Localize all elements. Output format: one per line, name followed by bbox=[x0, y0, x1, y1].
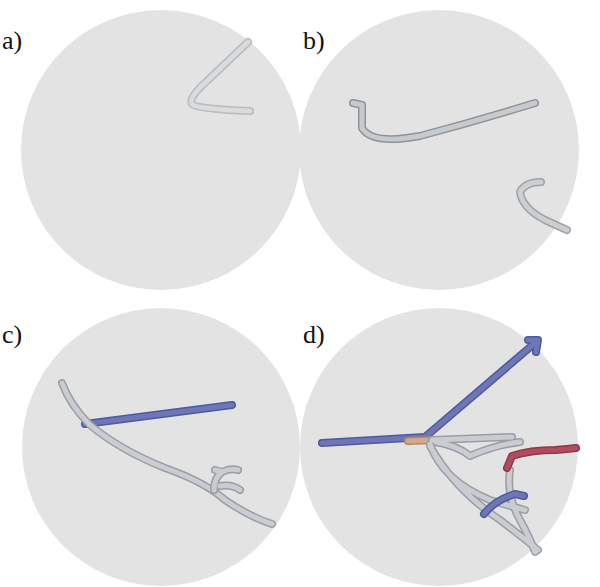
tube bbox=[214, 469, 240, 490]
tube bbox=[322, 340, 538, 443]
tube bbox=[520, 182, 567, 230]
panel-label: d) bbox=[303, 322, 325, 348]
tube bbox=[507, 448, 576, 468]
view-circle bbox=[22, 308, 300, 586]
tube bbox=[322, 340, 538, 443]
tube-panel-a bbox=[191, 42, 250, 111]
panel-label: c) bbox=[2, 322, 22, 348]
tube-panel-d bbox=[322, 340, 576, 552]
tube-panel-c bbox=[62, 383, 272, 524]
tube bbox=[353, 103, 535, 139]
tube bbox=[85, 405, 232, 424]
tube bbox=[85, 405, 232, 424]
tube bbox=[353, 103, 535, 139]
panel-label: a) bbox=[2, 28, 22, 54]
tube bbox=[214, 469, 240, 490]
tube bbox=[507, 448, 576, 468]
tube bbox=[520, 182, 567, 230]
view-circles bbox=[21, 10, 579, 586]
view-circle bbox=[300, 308, 578, 586]
tube bbox=[191, 42, 250, 111]
tube bbox=[62, 383, 272, 524]
tube-panel-b bbox=[353, 103, 567, 230]
tube bbox=[484, 494, 524, 514]
tube bbox=[191, 42, 250, 111]
tube bbox=[62, 383, 272, 524]
tube bbox=[484, 494, 524, 514]
panel-label: b) bbox=[303, 28, 325, 54]
view-circle bbox=[299, 10, 579, 290]
view-circle bbox=[21, 10, 301, 290]
